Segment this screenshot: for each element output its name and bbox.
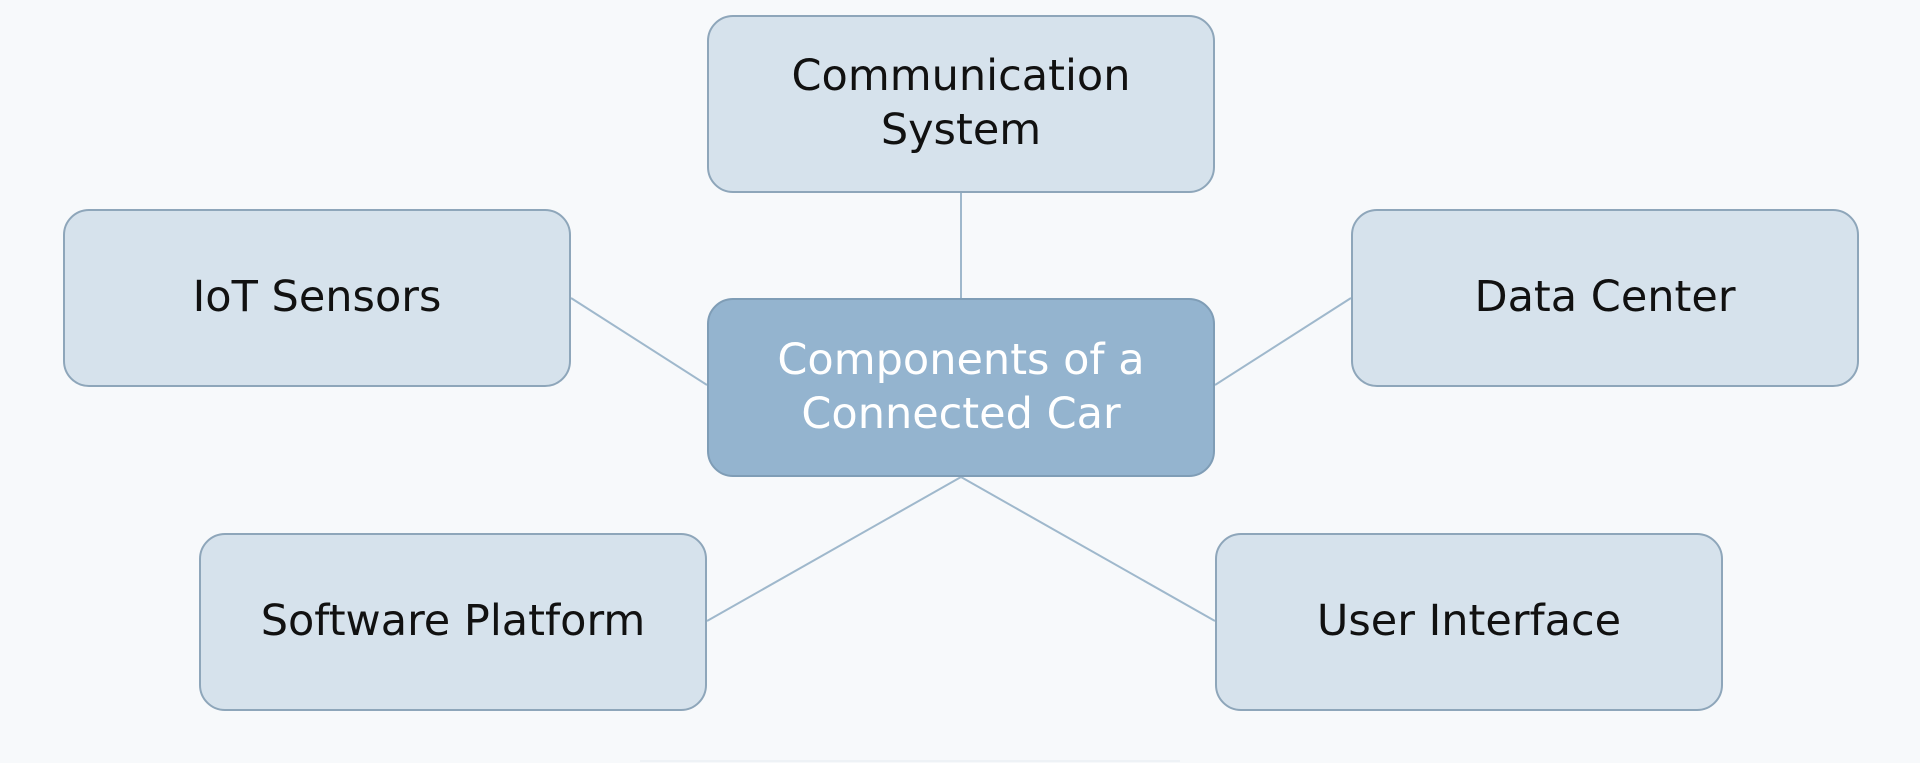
connector-datacenter: [1214, 297, 1352, 386]
node-communication-line-2: System: [880, 105, 1042, 155]
node-communication-line-1: Communication: [791, 51, 1131, 102]
connector-iot: [570, 297, 708, 386]
node-datacenter-label: Data Center: [1474, 272, 1736, 323]
node-center-components: Components of a Connected Car: [707, 298, 1215, 477]
node-software-label: Software Platform: [260, 596, 646, 647]
node-software-platform: Software Platform: [199, 533, 707, 711]
connector-ui: [960, 476, 1216, 622]
node-iot-label: IoT Sensors: [192, 272, 442, 323]
node-center-line-2: Connected Car: [801, 388, 1121, 439]
node-user-interface: User Interface: [1215, 533, 1723, 711]
footer-divider: [640, 760, 1180, 762]
node-ui-label: User Interface: [1316, 596, 1622, 647]
node-communication-system: Communication System: [707, 15, 1215, 193]
node-iot-sensors: IoT Sensors: [63, 209, 571, 387]
connector-software: [706, 476, 962, 622]
node-center-line-1: Components of a: [777, 334, 1145, 385]
node-data-center: Data Center: [1351, 209, 1859, 387]
